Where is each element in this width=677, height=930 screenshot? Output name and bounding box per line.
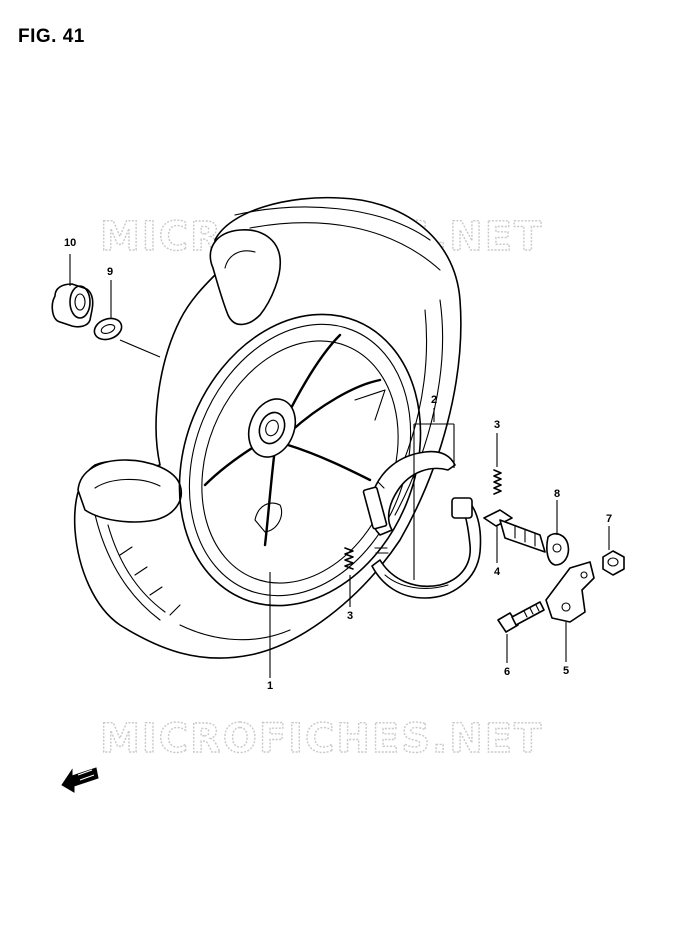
brake-cam-lever bbox=[545, 561, 595, 623]
callout-3-bottom: 3 bbox=[347, 610, 353, 622]
rear-wheel-tire bbox=[73, 196, 462, 659]
washer bbox=[93, 317, 123, 341]
callout-1: 1 bbox=[267, 680, 273, 692]
brake-cam-shaft bbox=[483, 509, 546, 553]
watermark-bottom: MICROFICHES.NET bbox=[100, 716, 543, 762]
callout-2: 2 bbox=[431, 394, 437, 406]
brake-spring-top bbox=[493, 469, 502, 495]
callout-10: 10 bbox=[64, 237, 76, 249]
bolt bbox=[497, 601, 545, 633]
callout-3-top: 3 bbox=[494, 419, 500, 431]
callout-4: 4 bbox=[494, 566, 501, 578]
hex-nut bbox=[602, 550, 625, 576]
callout-7: 7 bbox=[606, 513, 612, 525]
callout-8: 8 bbox=[554, 488, 560, 500]
callout-6: 6 bbox=[504, 666, 510, 678]
callout-5: 5 bbox=[563, 665, 569, 677]
brake-shoe-set bbox=[362, 450, 482, 599]
leader-lines bbox=[69, 254, 610, 678]
indicator-plate bbox=[546, 533, 570, 566]
front-direction-arrow-icon bbox=[61, 767, 99, 793]
callout-9: 9 bbox=[107, 266, 113, 278]
brake-spring-bottom bbox=[344, 547, 354, 570]
figure-title: FIG. 41 bbox=[18, 26, 85, 47]
wheel-bushing bbox=[51, 283, 94, 328]
